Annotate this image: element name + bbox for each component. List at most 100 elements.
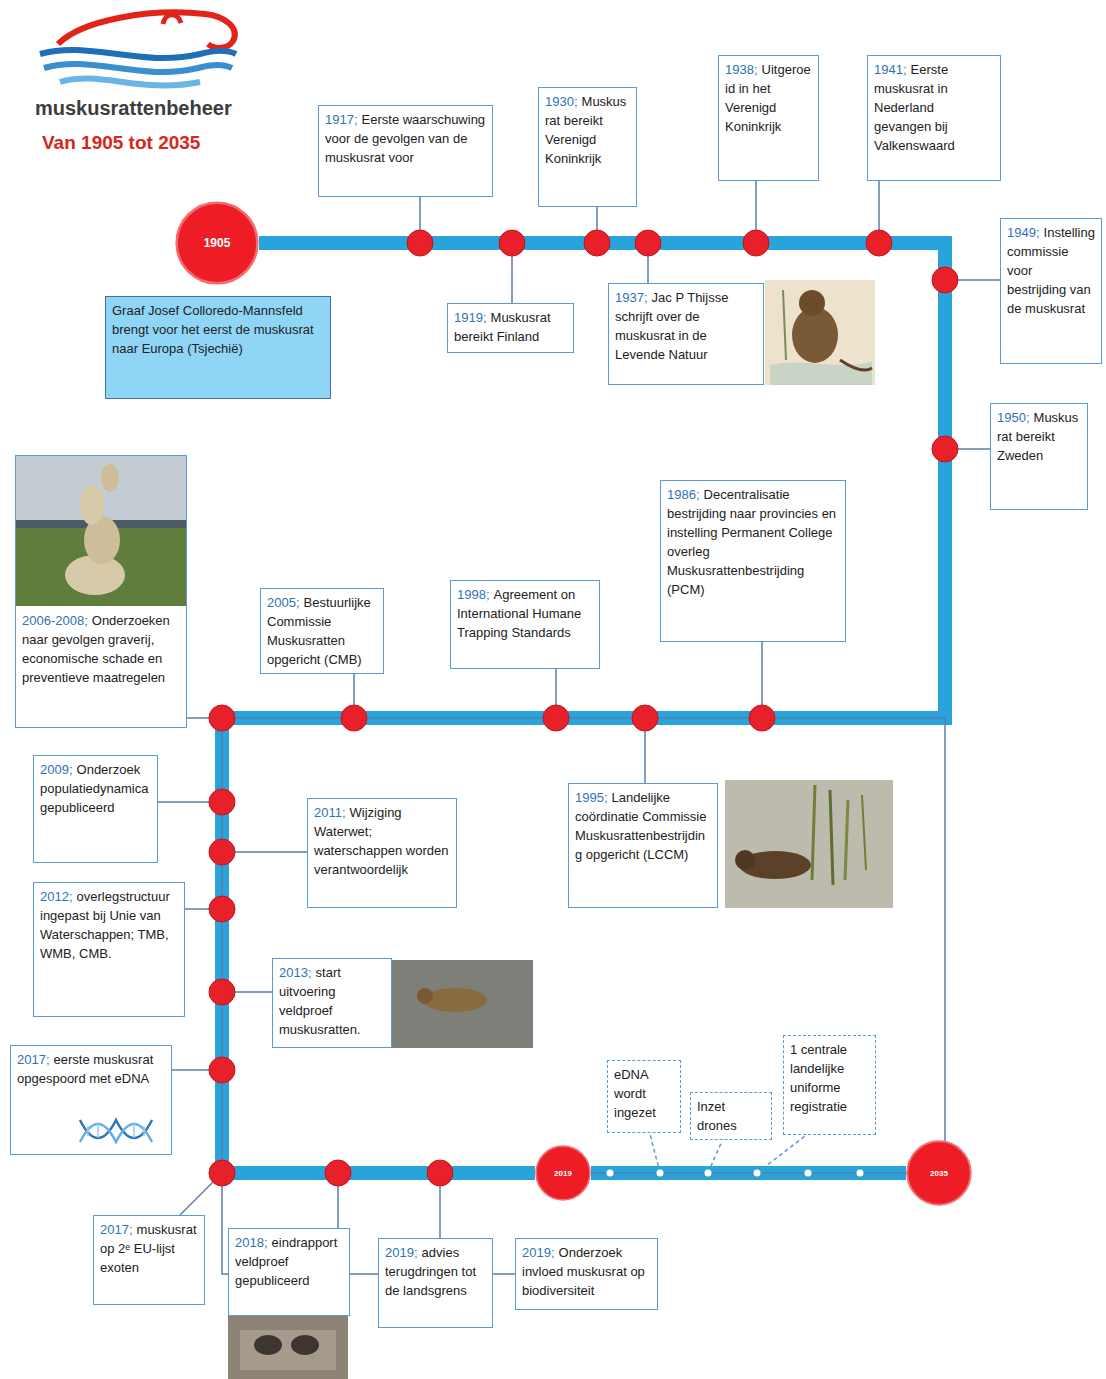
picture-water [725, 780, 893, 908]
sculpture-part [101, 464, 119, 492]
reed [862, 795, 866, 870]
year-circle: 1905 [175, 201, 259, 285]
year-circle: 2019 [535, 1145, 591, 1201]
future-box: Inzet drones [690, 1092, 772, 1140]
event-year: 1919; [454, 310, 487, 325]
future-dot [705, 1170, 712, 1177]
timeline-dot [325, 1160, 351, 1186]
muskrat-body [423, 988, 487, 1012]
subtitle-label: Van 1905 tot 2035 [42, 132, 200, 154]
circle-fill [536, 1146, 590, 1200]
reed [830, 790, 833, 885]
timeline-dot [543, 705, 569, 731]
timeline-dot [209, 705, 235, 731]
event-box: 2019;advies terugdringen tot de landsgre… [378, 1238, 493, 1328]
event-year: 2018; [235, 1235, 268, 1250]
dashed-leader [708, 1141, 722, 1173]
muskrat-head [799, 290, 825, 316]
circle-year: 2019 [554, 1169, 572, 1178]
event-text: 1 centrale landelijke uniforme registrat… [790, 1042, 847, 1114]
photo-2013 [392, 960, 533, 1048]
timeline-dot [209, 1160, 235, 1186]
dna-icon [80, 1120, 152, 1142]
event-box: 2006-2008;Onderzoeken naar gevolgen grav… [15, 455, 187, 728]
timeline-dot [866, 230, 892, 256]
event-year: 1949; [1007, 225, 1040, 240]
trap-hole [254, 1335, 282, 1355]
event-text: eDNA wordt ingezet [614, 1067, 656, 1120]
dna-rungs [88, 1124, 144, 1138]
event-box: 2005;Bestuurlijke Commissie Muskusratten… [260, 588, 384, 674]
timeline-dot [932, 267, 958, 293]
event-text: Graaf Josef Colloredo-Mannsfeld brengt v… [112, 303, 314, 356]
dashed-leader [757, 1136, 805, 1173]
event-year: 1941; [874, 62, 907, 77]
connector-line [222, 718, 945, 1274]
future-dot [857, 1170, 864, 1177]
event-year: 1986; [667, 487, 700, 502]
timeline-dot [209, 1057, 235, 1083]
logo-outline [58, 12, 235, 47]
event-box: 1937;Jac P Thijsse schrijft over de musk… [608, 283, 764, 385]
muskrat-head [417, 988, 433, 1004]
photo-1995 [725, 780, 893, 908]
picture-ground [228, 1316, 348, 1379]
logo-wave [60, 79, 200, 86]
picture-water [770, 362, 872, 385]
circle-fill [177, 203, 258, 284]
event-box: Graaf Josef Colloredo-Mannsfeld brengt v… [105, 296, 331, 399]
reed [845, 800, 848, 880]
circle-year: 2035 [930, 1169, 948, 1178]
event-box: 1917;Eerste waarschuwing voor de gevolge… [318, 105, 493, 197]
event-box: 2017;eerste muskusrat opgespoord met eDN… [10, 1045, 172, 1155]
event-box: 1995;Landelijke coördinatie Commissie Mu… [568, 783, 718, 908]
event-year: 2011; [314, 805, 346, 820]
event-text: Decentralisatie bestrijding naar provinc… [667, 487, 836, 597]
reed [812, 785, 815, 880]
future-dot [754, 1170, 761, 1177]
timeline-dot [209, 979, 235, 1005]
event-year: 2017; [17, 1052, 50, 1067]
timeline-dot [341, 705, 367, 731]
future-box: eDNA wordt ingezet [607, 1060, 681, 1133]
timeline-dot [932, 436, 958, 462]
future-box: 1 centrale landelijke uniforme registrat… [783, 1035, 876, 1135]
timeline-dot [427, 1160, 453, 1186]
muskrat-tail [840, 360, 872, 370]
event-box: 1938;Uitgeroeid in het Verenigd Koninkri… [718, 55, 819, 181]
sculpture-part [80, 485, 104, 525]
event-year: 2006-2008; [22, 613, 88, 628]
illustration-1937 [765, 280, 875, 385]
future-dot [657, 1170, 664, 1177]
reed [783, 290, 786, 360]
year-circle: 2035 [906, 1140, 972, 1206]
event-box: 1950;Muskusrat bereikt Zweden [990, 403, 1088, 510]
event-box: 2009;Onderzoek populatiedynamica gepubli… [33, 755, 158, 863]
event-box: 2011;Wijziging Waterwet; waterschappen w… [307, 798, 457, 908]
event-box: 2018;eindrapport veldproef gepubliceerd [228, 1228, 350, 1316]
event-year: 1998; [457, 587, 490, 602]
timeline-dot [499, 230, 525, 256]
event-year: 1937; [615, 290, 648, 305]
event-year: 1995; [575, 790, 608, 805]
event-year: 2012; [40, 889, 73, 904]
circle-year: 1905 [204, 236, 231, 250]
event-box: 1986;Decentralisatie bestrijding naar pr… [660, 480, 846, 642]
event-box: 1949;Instelling commissie voor bestrijdi… [1000, 218, 1102, 364]
picture-water [392, 960, 533, 1048]
trap-plate [240, 1330, 336, 1370]
event-year: 1917; [325, 112, 358, 127]
dashed-leader [650, 1134, 660, 1173]
event-box: 1998;Agreement on International Humane T… [450, 580, 600, 669]
event-year: 1930; [545, 94, 578, 109]
timeline-dot [635, 230, 661, 256]
event-text: Inzet drones [697, 1099, 737, 1133]
event-box: 1919;Muskusrat bereikt Finland [447, 303, 574, 353]
photo-2018 [228, 1316, 348, 1379]
muskrat-head [735, 850, 755, 870]
logo-wave [40, 50, 236, 58]
timeline-dot [743, 230, 769, 256]
event-year: 1938; [725, 62, 758, 77]
event-year: 1950; [997, 410, 1030, 425]
